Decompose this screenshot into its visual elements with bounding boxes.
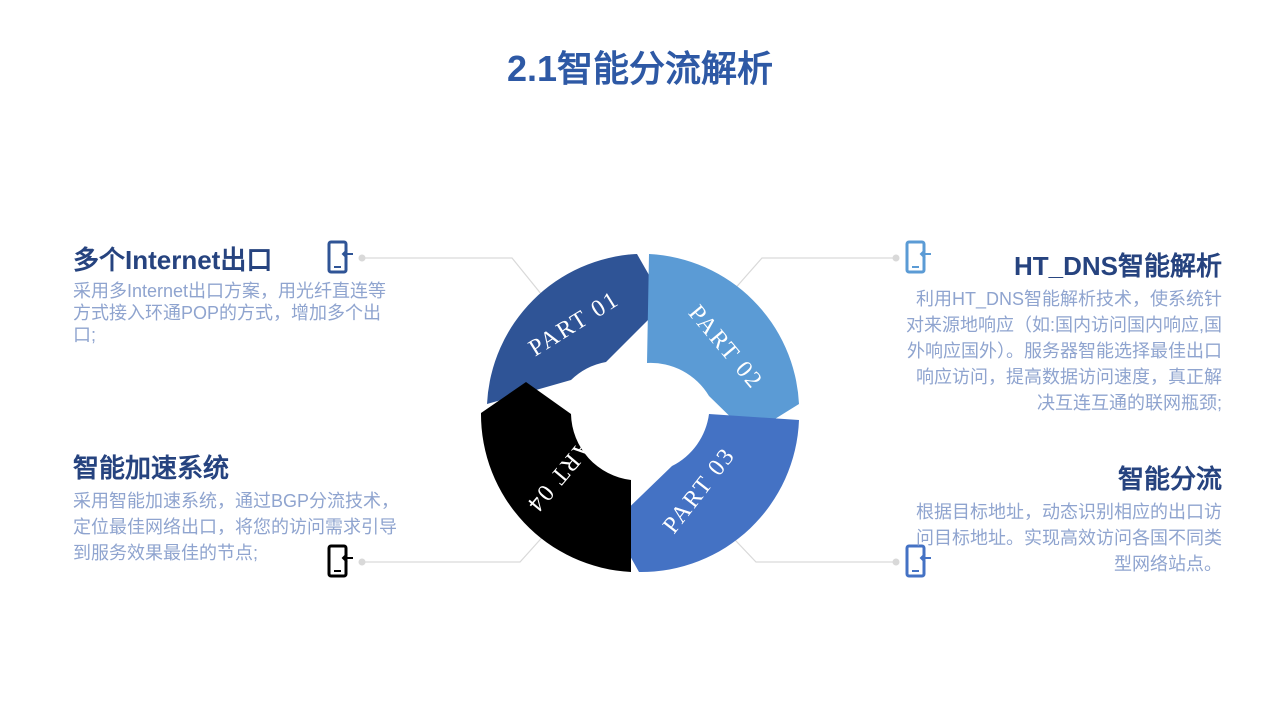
segment-part-04[interactable]	[480, 382, 631, 572]
block-internet-heading: 多个Internet出口	[73, 245, 273, 275]
connector-line-01	[362, 257, 547, 301]
segment-part-02[interactable]	[647, 254, 799, 435]
connector-dot-01	[358, 254, 366, 262]
block-accelerate: 智能加速系统 采用智能加速系统，通过BGP分流技术，定位最佳网络出口，将您的访问…	[73, 452, 405, 566]
mobile-phone-icon	[905, 240, 931, 274]
connector-dot-02	[892, 254, 900, 262]
connector-dots	[358, 254, 900, 566]
block-dns-body: 利用HT_DNS智能解析技术，使系统针对来源地响应（如:国内访问国内响应,国外响…	[905, 289, 1222, 413]
block-split: 智能分流 根据目标地址，动态识别相应的出口访问目标地址。实现高效访问各国不同类型…	[900, 463, 1222, 577]
block-split-body: 根据目标地址，动态识别相应的出口访问目标地址。实现高效访问各国不同类型网络站点。	[916, 502, 1222, 574]
connector-dot-03	[892, 558, 900, 566]
block-internet: 多个Internet出口 采用多Internet出口方案，用光纤直连等方式接入环…	[73, 244, 403, 346]
mobile-phone-icon	[327, 544, 353, 578]
block-dns-heading: HT_DNS智能解析	[1013, 251, 1222, 281]
page-title: 2.1智能分流解析	[506, 48, 774, 89]
block-accelerate-heading: 智能加速系统	[73, 453, 230, 483]
block-accelerate-body: 采用智能加速系统，通过BGP分流技术，定位最佳网络出口，将您的访问需求引导到服务…	[73, 491, 400, 563]
segment-part-03[interactable]	[612, 414, 799, 573]
mobile-phone-icon	[327, 240, 353, 274]
ring: PART 01 PART 02 PART 03 PART 04	[480, 254, 799, 573]
connector-dot-04	[358, 558, 366, 566]
block-split-heading: 智能分流	[1117, 464, 1222, 494]
mobile-phone-icon	[905, 544, 931, 578]
block-internet-body: 采用多Internet出口方案，用光纤直连等方式接入环通POP的方式，增加多个出…	[73, 281, 387, 345]
connector-line-02	[731, 257, 896, 293]
block-dns: HT_DNS智能解析 利用HT_DNS智能解析技术，使系统针对来源地响应（如:国…	[900, 250, 1222, 416]
segment-part-01[interactable]	[487, 254, 665, 404]
